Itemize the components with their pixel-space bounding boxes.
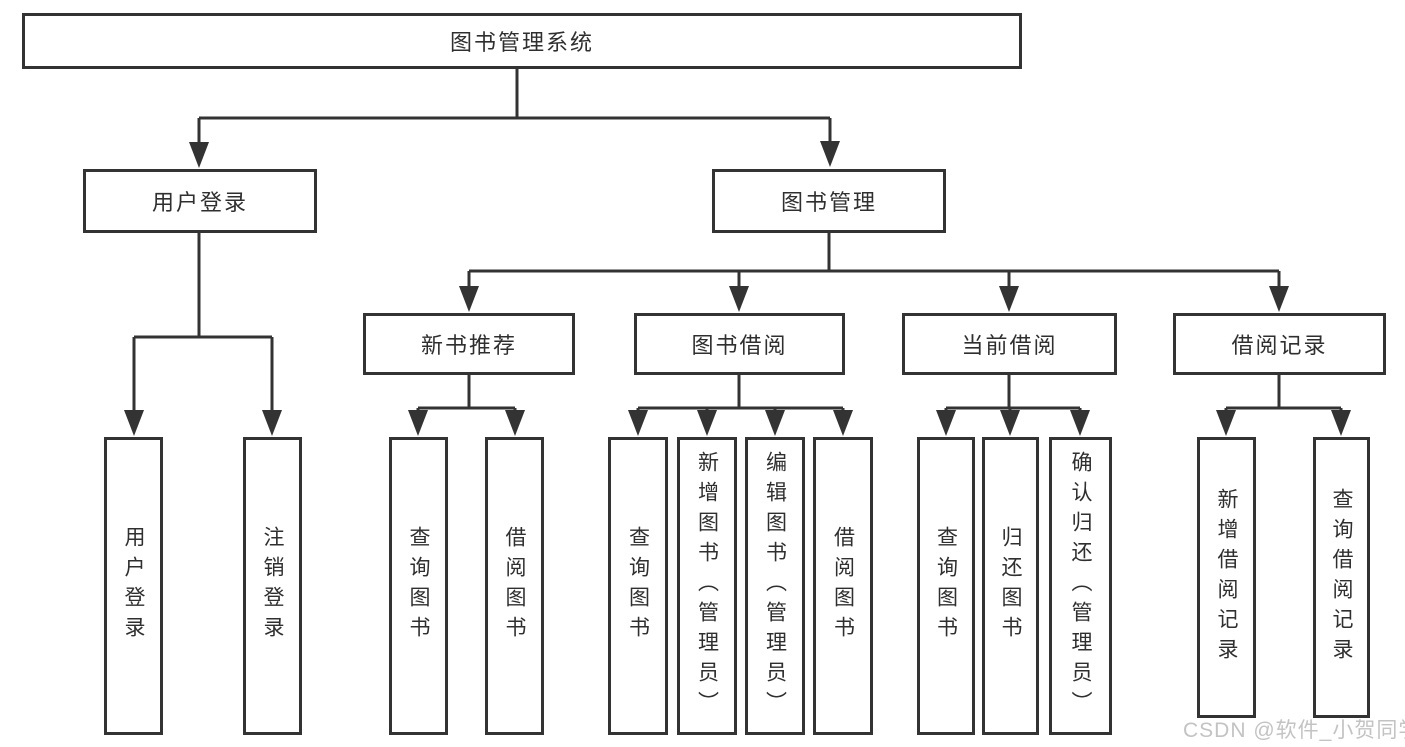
node-root: 图书管理系统 [22,13,1022,69]
leaf-user-login: 用户登录 [104,437,163,735]
node-book-management: 图书管理 [712,169,946,233]
node-borrow-records: 借阅记录 [1173,313,1386,375]
leaf-borrow-book-1: 借阅图书 [485,437,544,735]
leaf-query-book-2: 查询图书 [608,437,668,735]
csdn-watermark: CSDN @软件_小贺同学 [1183,719,1405,742]
leaf-query-book-3: 查询图书 [917,437,975,735]
node-book-borrow: 图书借阅 [634,313,845,375]
leaf-query-borrow-record: 查询借阅记录 [1313,437,1370,718]
leaf-borrow-book-2: 借阅图书 [813,437,873,735]
arrowhead-icons [124,141,1351,436]
leaf-add-book-admin: 新增图书（管理员） [677,437,737,735]
node-current-borrow: 当前借阅 [902,313,1117,375]
node-new-book-recommend: 新书推荐 [363,313,575,375]
node-user-login: 用户登录 [83,169,317,233]
leaf-confirm-return-admin: 确认归还（管理员） [1049,437,1112,735]
leaf-add-borrow-record: 新增借阅记录 [1197,437,1256,718]
leaf-return-book: 归还图书 [982,437,1039,735]
leaf-edit-book-admin: 编辑图书（管理员） [745,437,805,735]
leaf-logout: 注销登录 [243,437,302,735]
connector-lines [132,69,1343,414]
leaf-query-book-1: 查询图书 [389,437,448,735]
